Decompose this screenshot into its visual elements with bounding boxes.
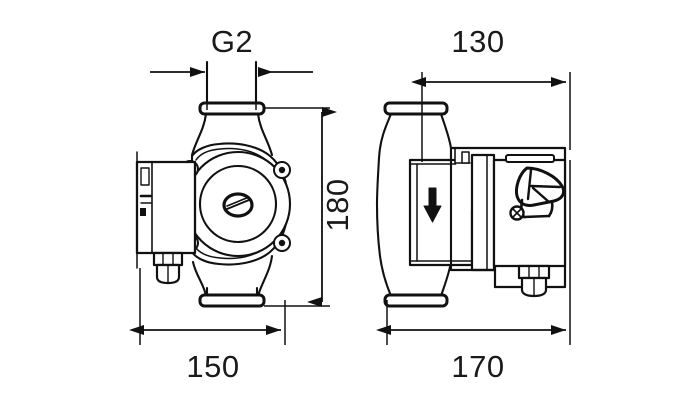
side-view: [375, 101, 567, 308]
dimension-150: [129, 268, 286, 345]
flow-direction-arrow: [423, 187, 442, 223]
terminal-box: [135, 151, 197, 269]
dimension-lines: [129, 62, 571, 345]
dimension-label-170: 170: [451, 349, 504, 384]
side-cable-gland: [517, 264, 551, 298]
front-view: [135, 60, 292, 308]
dimension-label-g2: G2: [211, 24, 253, 59]
motor-inner-circle: [198, 164, 278, 244]
side-bottom-flange: [383, 293, 449, 308]
dimension-180: [264, 107, 337, 307]
dimension-label-130: 130: [451, 24, 504, 59]
dimension-170: [376, 160, 571, 345]
dimension-g2: [150, 62, 313, 110]
upper-neck: [190, 112, 274, 157]
dimension-label-150: 150: [186, 349, 239, 384]
side-top-flange: [383, 101, 449, 116]
dimension-130: [411, 72, 571, 162]
bottom-threaded-port: [198, 293, 266, 308]
speed-selector-knob: [509, 166, 566, 221]
dimension-label-180: 180: [320, 178, 355, 231]
motor-cap-slotted-screw: [222, 192, 254, 218]
cable-gland: [152, 251, 184, 285]
